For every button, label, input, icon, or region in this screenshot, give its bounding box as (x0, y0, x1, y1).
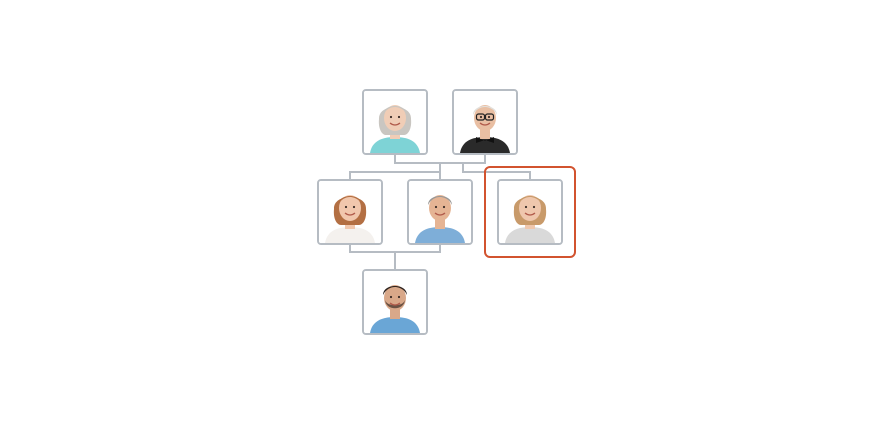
member-card-father[interactable] (407, 179, 473, 245)
man-portrait-icon (409, 181, 471, 243)
member-card-grandmother[interactable] (362, 89, 428, 155)
woman-portrait-icon (319, 181, 381, 243)
connector-to-aunt (462, 163, 531, 179)
connector-parents (349, 245, 441, 253)
member-card-son[interactable] (362, 269, 428, 335)
connector-to-mother (349, 171, 440, 179)
elderly-woman-portrait-icon (364, 91, 426, 153)
member-card-grandfather[interactable] (452, 89, 518, 155)
connector-grandparents (394, 155, 486, 164)
woman-portrait-icon (499, 181, 561, 243)
elderly-man-with-glasses-portrait-icon (454, 91, 516, 153)
young-man-portrait-icon (364, 271, 426, 333)
member-card-mother[interactable] (317, 179, 383, 245)
member-card-aunt[interactable] (497, 179, 563, 245)
